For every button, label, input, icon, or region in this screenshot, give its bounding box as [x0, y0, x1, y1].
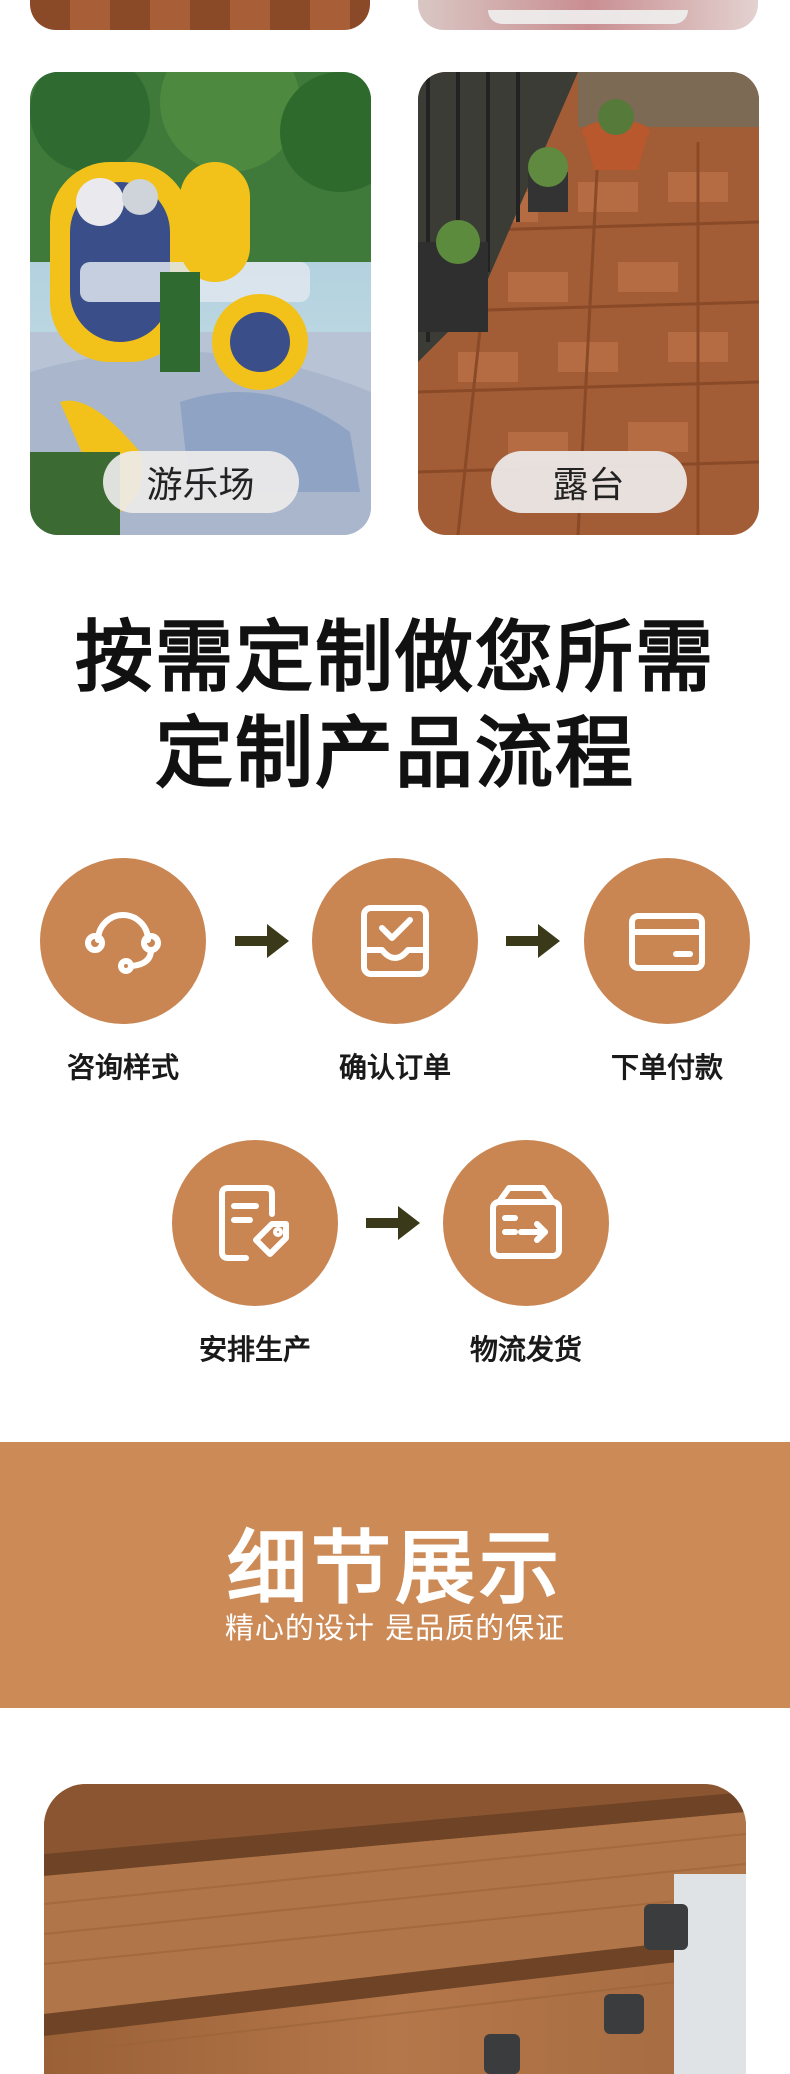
card-payment-icon	[584, 858, 750, 1024]
scene-label-playground: 游乐场	[102, 451, 299, 513]
details-banner: 细节展示 精心的设计 是品质的保证	[0, 1442, 790, 1708]
step-label-confirm-order: 确认订单	[338, 1051, 451, 1084]
top-right-image-partial	[418, 0, 758, 30]
top-left-image-partial	[30, 0, 370, 30]
step-label-payment: 下单付款	[610, 1051, 723, 1084]
scene-card-playground[interactable]: 游乐场	[30, 72, 371, 535]
process-step-confirm-order[interactable]: 确认订单	[312, 858, 478, 1086]
order-check-icon	[312, 858, 478, 1024]
scene-card-terrace[interactable]: 露台	[418, 72, 759, 535]
process-arrow-3	[366, 1206, 420, 1240]
step-label-shipping: 物流发货	[469, 1333, 582, 1366]
headline-line-1: 按需定制做您所需	[74, 613, 715, 703]
process-arrow-1	[235, 924, 289, 958]
process-step-consult[interactable]: 咨询样式	[40, 858, 206, 1086]
step-label-production: 安排生产	[198, 1333, 311, 1366]
shipping-box-icon	[443, 1140, 609, 1306]
process-step-production[interactable]: 安排生产	[172, 1140, 338, 1368]
process-arrow-2	[506, 924, 560, 958]
details-subtitle: 精心的设计 是品质的保证	[224, 1611, 566, 1645]
step-label-consult: 咨询样式	[66, 1051, 179, 1084]
scene-label-terrace: 露台	[490, 451, 687, 513]
process-step-payment[interactable]: 下单付款	[584, 858, 750, 1086]
headline-line-2: 定制产品流程	[154, 709, 635, 799]
details-title: 细节展示	[227, 1522, 563, 1615]
process-step-shipping[interactable]: 物流发货	[443, 1140, 609, 1368]
headset-icon	[40, 858, 206, 1024]
production-doc-icon	[172, 1140, 338, 1306]
decking-detail-photo	[44, 1784, 746, 2074]
